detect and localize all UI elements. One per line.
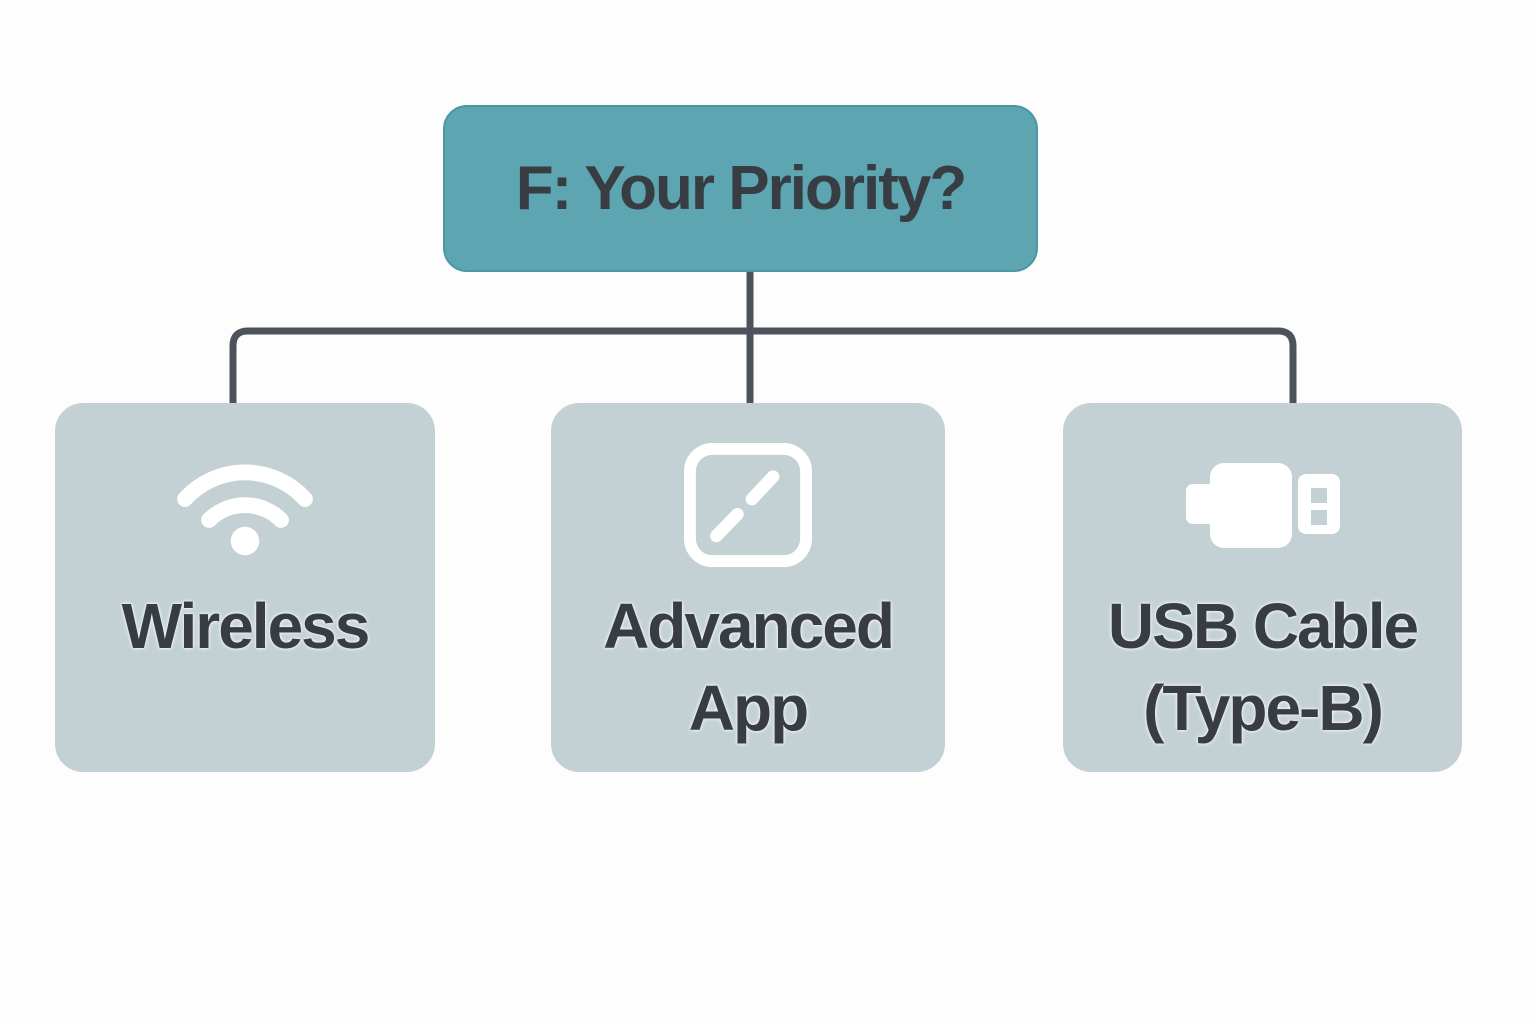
node-label-line: Advanced [603, 590, 895, 662]
node-usb-cable: USB Cable (Type-B) [1063, 403, 1462, 772]
node-wireless: Wireless [55, 403, 435, 772]
node-label-line: USB Cable [1107, 590, 1419, 662]
pen-slash-icon [682, 440, 814, 570]
node-label-line: Wireless [121, 590, 371, 662]
node-label-line: App [688, 672, 809, 744]
wifi-icon [170, 440, 320, 570]
node-label-advanced-app: Advanced App [603, 585, 895, 749]
root-node-your-priority: F: Your Priority? [443, 105, 1038, 272]
usb-plug-icon [1185, 440, 1340, 570]
root-node-label: F: Your Priority? [515, 154, 967, 223]
node-advanced-app: Advanced App [551, 403, 945, 772]
node-label-wireless: Wireless [121, 585, 371, 667]
node-label-usb-cable: USB Cable (Type-B) [1107, 585, 1419, 749]
node-label-line: (Type-B) [1143, 672, 1384, 744]
